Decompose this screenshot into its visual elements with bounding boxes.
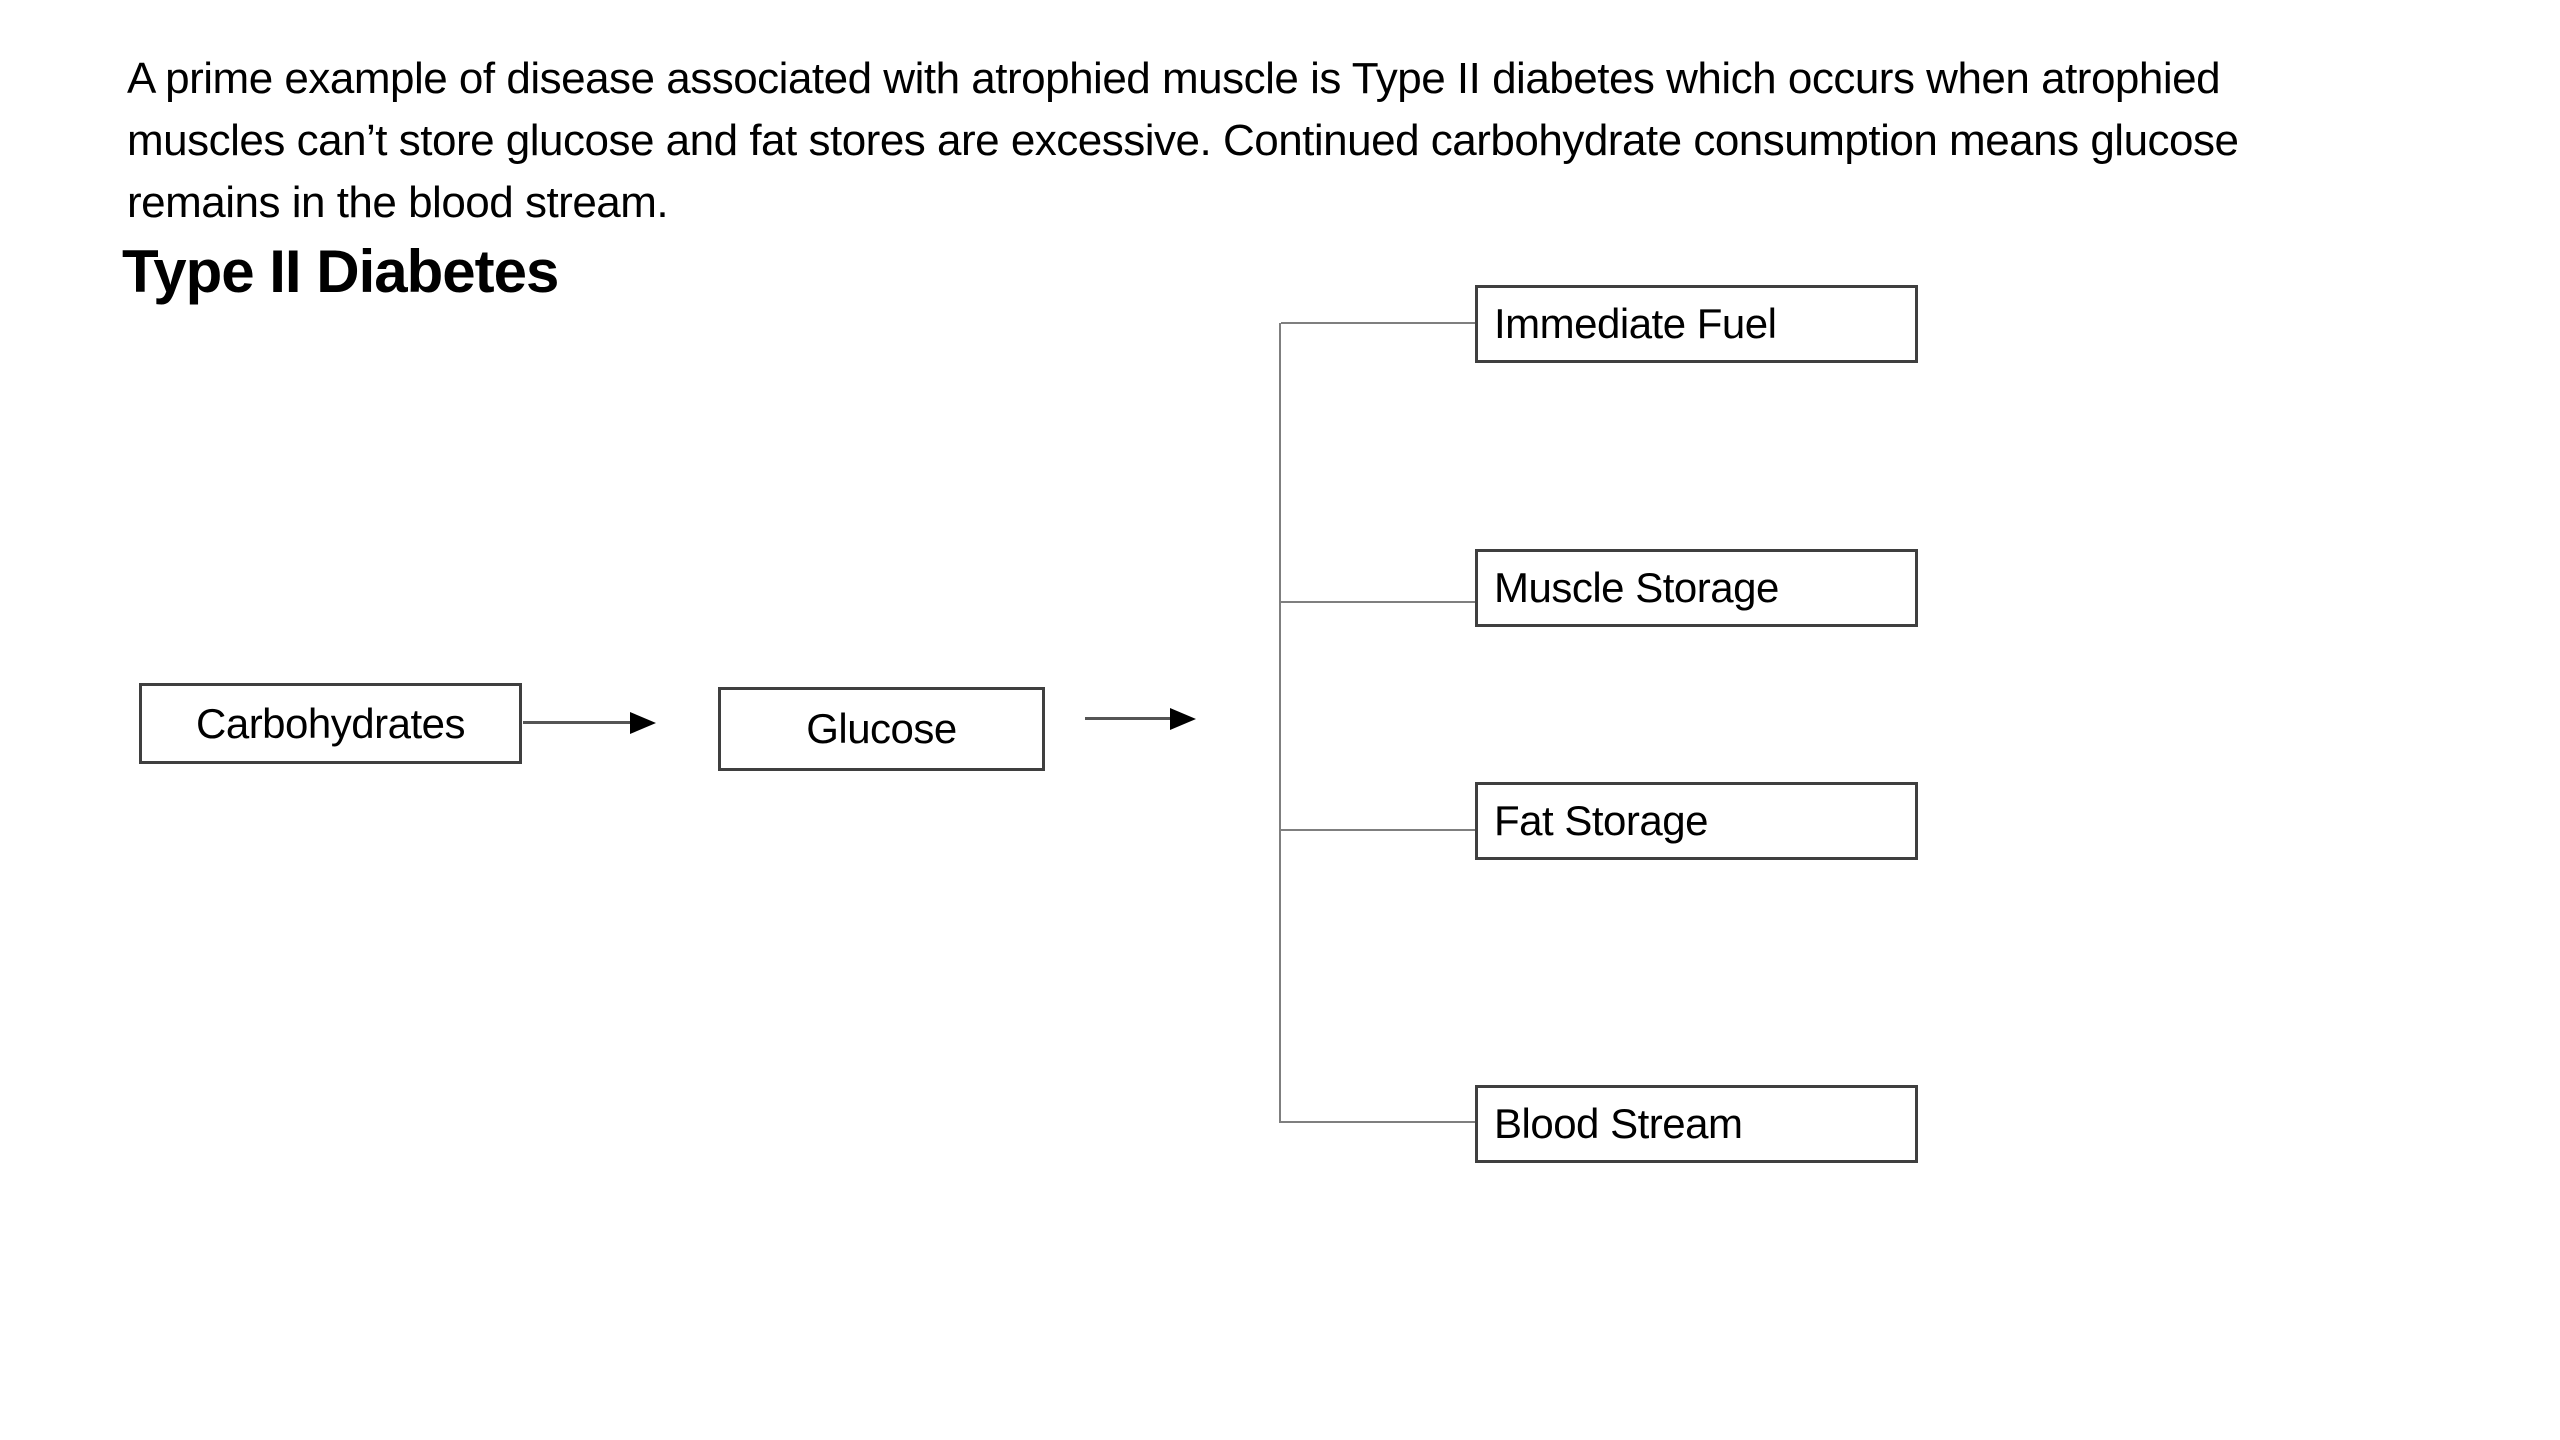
branch-vertical-line xyxy=(1279,323,1281,1123)
node-carbohydrates: Carbohydrates xyxy=(139,683,522,764)
connector-blood-stream xyxy=(1281,1121,1475,1123)
node-glucose: Glucose xyxy=(718,687,1045,771)
page-title: Type II Diabetes xyxy=(122,238,559,305)
connector-muscle-storage xyxy=(1281,601,1475,603)
connector-fat-storage xyxy=(1281,829,1475,831)
intro-line-3: remains in the blood stream. xyxy=(127,178,669,227)
intro-paragraph: A prime example of disease associated wi… xyxy=(127,48,2239,234)
node-immediate-fuel: Immediate Fuel xyxy=(1475,285,1918,363)
connector-immediate-fuel xyxy=(1281,322,1475,324)
node-blood-stream: Blood Stream xyxy=(1475,1085,1918,1163)
arrow-glucose-to-branch-line xyxy=(1085,717,1170,720)
node-muscle-storage: Muscle Storage xyxy=(1475,549,1918,627)
arrow-carbohydrates-to-glucose-head xyxy=(630,712,656,734)
arrow-glucose-to-branch-head xyxy=(1170,708,1196,730)
arrow-carbohydrates-to-glucose-line xyxy=(523,721,630,724)
node-fat-storage: Fat Storage xyxy=(1475,782,1918,860)
intro-line-2: muscles can’t store glucose and fat stor… xyxy=(127,116,2239,165)
intro-line-1: A prime example of disease associated wi… xyxy=(127,54,2221,103)
